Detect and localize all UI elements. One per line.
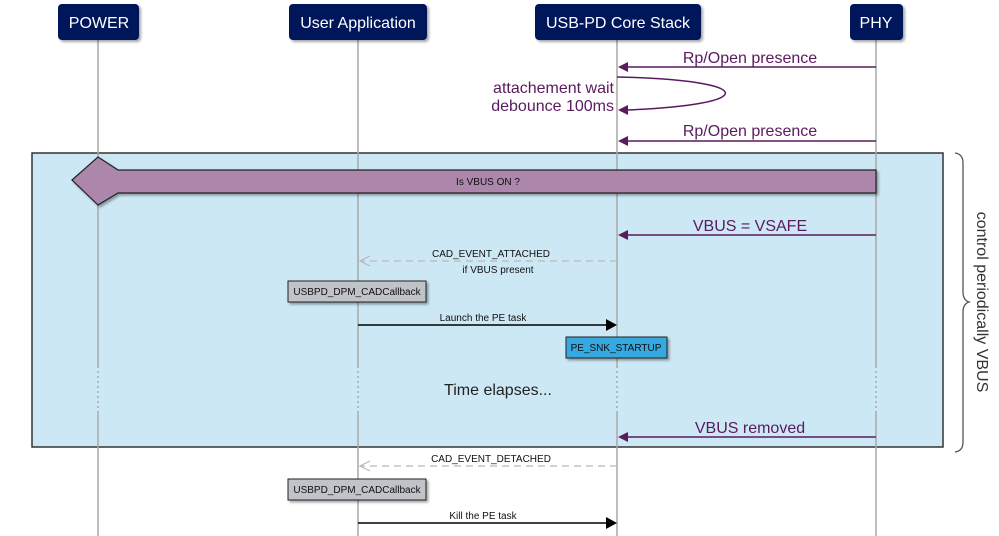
message-label: Rp/Open presence bbox=[683, 123, 817, 140]
message-label: Launch the PE task bbox=[440, 313, 528, 324]
message-label: Kill the PE task bbox=[449, 511, 517, 522]
open-arrowhead-icon bbox=[358, 255, 371, 267]
note-pe-snk-startup: PE_SNK_STARTUP bbox=[565, 336, 668, 359]
participant-label: USB-PD Core Stack bbox=[546, 15, 691, 32]
participant-label: User Application bbox=[300, 15, 416, 32]
arrowhead-icon bbox=[618, 105, 628, 115]
loop-brace: control periodically VBUS bbox=[954, 152, 990, 453]
loop-group-box bbox=[31, 152, 944, 448]
participant-power[interactable]: POWER bbox=[58, 4, 139, 40]
message-vbus-vsafe: VBUS = VSAFE bbox=[618, 218, 876, 240]
arrowhead-icon bbox=[606, 319, 617, 331]
message-cad-event-detached: CAD_EVENT_DETACHED bbox=[358, 454, 617, 472]
curly-brace-icon bbox=[954, 152, 972, 453]
lifelines bbox=[97, 40, 877, 536]
participant-phy[interactable]: PHY bbox=[850, 4, 903, 40]
time-elapses-label: Time elapses... bbox=[444, 382, 552, 399]
message-cad-event-attached: CAD_EVENT_ATTACHED if VBUS present bbox=[358, 249, 617, 276]
note-cad-callback-2: USBPD_DPM_CADCallback bbox=[287, 478, 427, 501]
message-kill-pe-task: Kill the PE task bbox=[358, 511, 617, 529]
message-label: CAD_EVENT_DETACHED bbox=[431, 454, 551, 465]
arrowhead-icon bbox=[618, 62, 628, 72]
participant-user-application[interactable]: User Application bbox=[289, 4, 427, 40]
open-arrowhead-icon bbox=[358, 460, 371, 472]
arrowhead-icon bbox=[606, 517, 617, 529]
self-message-debounce: attachement wait debounce 100ms bbox=[491, 76, 727, 115]
arrowhead-icon bbox=[618, 136, 628, 146]
note-label: USBPD_DPM_CADCallback bbox=[293, 485, 421, 496]
broadcast-label: Is VBUS ON ? bbox=[456, 177, 520, 188]
note-cad-callback-1: USBPD_DPM_CADCallback bbox=[287, 280, 427, 303]
message-vbus-removed: VBUS removed bbox=[618, 420, 876, 442]
self-message-label-line2: debounce 100ms bbox=[491, 98, 614, 115]
broadcast-arrow-is-vbus-on: Is VBUS ON ? bbox=[71, 156, 877, 206]
participant-label: POWER bbox=[69, 15, 129, 32]
message-rp-open-presence-2: Rp/Open presence bbox=[618, 123, 876, 146]
message-rp-open-presence-1: Rp/Open presence bbox=[618, 50, 876, 72]
note-label: USBPD_DPM_CADCallback bbox=[293, 287, 421, 298]
message-launch-pe-task: Launch the PE task bbox=[358, 313, 617, 331]
participant-core-stack[interactable]: USB-PD Core Stack bbox=[535, 4, 701, 40]
brace-label: control periodically VBUS bbox=[973, 212, 990, 393]
self-message-label-line1: attachement wait bbox=[493, 80, 615, 97]
message-label: VBUS = VSAFE bbox=[693, 218, 807, 235]
message-label: VBUS removed bbox=[695, 420, 805, 437]
message-label: CAD_EVENT_ATTACHED bbox=[432, 249, 550, 260]
message-label: Rp/Open presence bbox=[683, 50, 817, 67]
participant-label: PHY bbox=[860, 15, 893, 32]
note-label: PE_SNK_STARTUP bbox=[571, 343, 662, 354]
message-condition: if VBUS present bbox=[462, 265, 533, 276]
arrowhead-icon bbox=[618, 230, 628, 240]
arrowhead-icon bbox=[618, 432, 628, 442]
